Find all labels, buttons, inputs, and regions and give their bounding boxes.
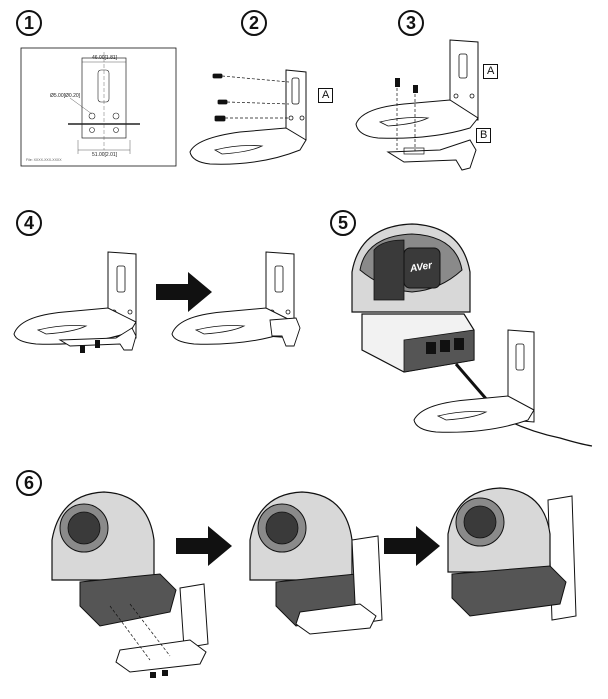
step-5-badge: 5: [330, 210, 356, 236]
step-6-drawing: [51, 487, 577, 678]
step-5-drawing: [351, 223, 593, 447]
step-2-badge: 2: [241, 10, 267, 36]
tag-a-step-2: A: [318, 88, 334, 103]
step-1-drawing: [20, 47, 177, 167]
step-1-badge: 1: [16, 10, 42, 36]
drawing-footer: File: XXXX-XXX-XXXX: [26, 158, 62, 162]
step-4-badge: 4: [16, 210, 42, 236]
step-4-drawing: [13, 251, 301, 353]
step-6-badge: 6: [16, 470, 42, 496]
tag-a-step-3: A: [483, 64, 499, 79]
step-3-drawing: [355, 39, 479, 171]
dim-top-width: 46.00[1.81]: [92, 55, 118, 61]
tag-b-step-3: B: [476, 128, 492, 143]
step-3-badge: 3: [398, 10, 424, 36]
step-2-drawing: [189, 69, 307, 165]
dim-hole-diameter: Ø5.00[Ø0.20]: [50, 93, 81, 99]
dim-bottom-width: 51.00[2.01]: [92, 152, 118, 158]
